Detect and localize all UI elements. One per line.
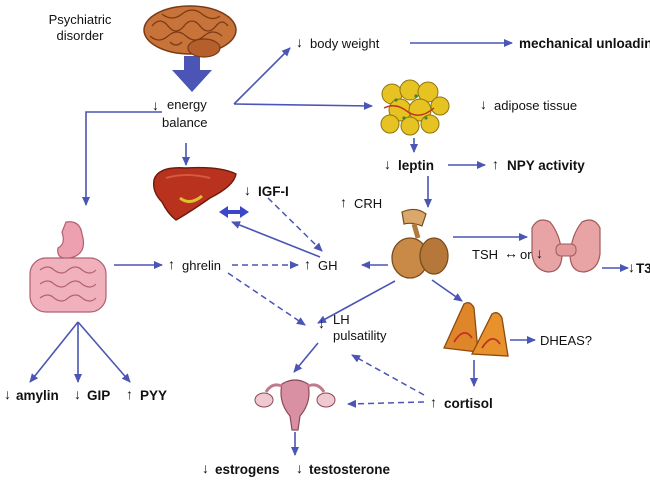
arrow-lh-to-ovary (293, 342, 319, 373)
label-estrogens: estrogens (215, 462, 280, 477)
brain-icon (143, 5, 237, 58)
arrow-gh-to-liver (231, 221, 321, 258)
arrow-both-tsh: ↔ (504, 245, 518, 261)
liver-double-arrow (219, 206, 249, 218)
label-npy-activity: NPY activity (507, 158, 585, 173)
arrow-up-npy: ↑ (492, 156, 499, 172)
label-gh: GH (318, 258, 338, 273)
label-cortisol: cortisol (444, 396, 493, 411)
label-igf1: IGF-I (258, 184, 289, 199)
arrow-up-ghrelin: ↑ (168, 256, 175, 272)
label-ghrelin: ghrelin (182, 258, 222, 273)
label-mechanical-unloading: mechanical unloading (519, 36, 650, 51)
label-t3: T3 (636, 261, 650, 276)
uterus-icon (254, 379, 336, 431)
arrow-down-estrogens: ↓ (202, 460, 209, 476)
gut-icon (29, 221, 107, 313)
arrow-down-gip: ↓ (74, 386, 81, 402)
dashed-igf1-to-gh (267, 197, 323, 252)
dashed-cortisol-to-ovary (347, 399, 425, 408)
label-testosterone: testosterone (309, 462, 391, 477)
arrow-to-adipose (233, 101, 373, 110)
arrow-up-pyy: ↑ (126, 386, 133, 402)
arrow-up-gh: ↑ (304, 256, 311, 272)
label-lh: LH (333, 312, 350, 327)
arrow-down-body-weight: ↓ (296, 34, 303, 50)
arrow-down-t3: ↓ (628, 259, 635, 275)
dashed-cortisol-to-lh (351, 354, 425, 396)
label-pyy: PYY (140, 388, 168, 403)
arrow-down-igf1: ↓ (244, 182, 251, 198)
arrow-down-testosterone: ↓ (296, 460, 303, 476)
arrow-to-amylin (29, 321, 79, 383)
label-energy: energy (167, 97, 207, 112)
label-amylin: amylin (16, 388, 59, 403)
arrow-down-energy: ↓ (152, 97, 159, 113)
label-gip: GIP (87, 388, 111, 403)
arrow-to-gut (82, 111, 162, 206)
dashed-ghrelin-to-lh (227, 272, 306, 326)
arrow-pituitary-to-lh (317, 280, 396, 324)
arrow-down-adipose: ↓ (480, 96, 487, 112)
arrow-down-lh: ↓ (318, 315, 325, 331)
label-pulsatility: pulsatility (333, 328, 387, 343)
thyroid-icon (531, 219, 601, 273)
label-tsh: TSH (472, 247, 498, 262)
arrow-down-leptin: ↓ (384, 156, 391, 172)
label-crh: CRH (354, 196, 383, 211)
pituitary-icon (391, 208, 449, 279)
adrenal-icon (443, 302, 509, 357)
label-leptin: leptin (398, 158, 434, 173)
big-down-arrow (172, 56, 212, 92)
label-balance: balance (162, 115, 208, 130)
adipose-icon (380, 79, 450, 136)
arrow-down-amylin: ↓ (4, 386, 11, 402)
label-or: or (520, 247, 532, 262)
label-body-weight: body weight (310, 36, 380, 51)
arrow-to-body-weight (233, 47, 291, 105)
label-adipose-tissue: adipose tissue (494, 98, 578, 113)
arrow-up-crh: ↑ (340, 194, 347, 210)
label-disorder: disorder (56, 28, 104, 43)
label-psychiatric: Psychiatric (48, 12, 112, 27)
arrow-up-cortisol: ↑ (430, 394, 437, 410)
liver-icon (152, 166, 237, 221)
arrow-down-tsh: ↓ (536, 245, 543, 261)
arrow-to-adrenal (431, 279, 463, 302)
label-dheas: DHEAS? (540, 333, 593, 348)
arrow-to-pyy (77, 321, 131, 383)
